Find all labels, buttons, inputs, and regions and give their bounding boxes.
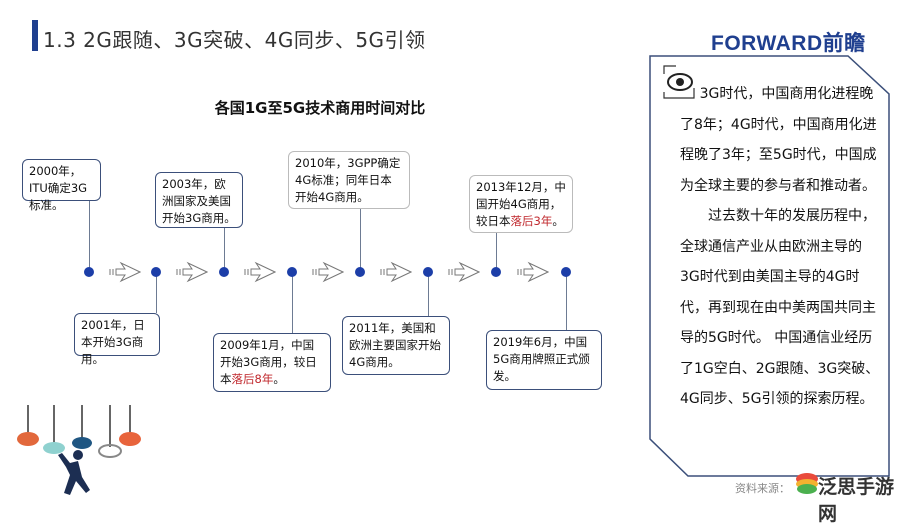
site-logo-icon — [796, 473, 818, 494]
person-pulling-icons-illustration — [17, 405, 141, 495]
event-highlight: 落后3年 — [510, 214, 553, 228]
timeline-dot — [219, 267, 229, 277]
arrow-right-icon — [244, 261, 276, 283]
event-text: 2001年，日本开始3G商用。 — [81, 318, 145, 366]
site-watermark: 泛思手游网 — [818, 476, 895, 525]
connector-line — [359, 209, 361, 272]
timeline-event-box: 2000年，ITU确定3G标准。 — [22, 159, 101, 212]
event-text: 2003年，欧洲国家及美国开始3G商用。 — [162, 177, 236, 225]
title-accent-bar — [32, 20, 38, 51]
arrow-right-icon — [517, 261, 549, 283]
arrow-right-icon — [448, 261, 480, 283]
event-text: 2011年，美国和欧洲主要国家开始4G商用。 — [349, 321, 441, 369]
event-suffix: 。 — [273, 372, 285, 386]
timeline-event-box: 2013年12月，中国开始4G商用，较日本落后3年。 — [469, 175, 573, 233]
timeline-dot — [561, 267, 571, 277]
arrow-right-icon — [176, 261, 208, 283]
event-highlight: 落后8年 — [231, 372, 274, 386]
eye-icon — [663, 65, 695, 99]
connector-line — [565, 272, 567, 330]
connector-line — [88, 201, 90, 272]
chart-title: 各国1G至5G技术商用时间对比 — [214, 99, 426, 117]
event-text: 2009年1月，中国开始3G商用，较日本 — [220, 338, 317, 386]
timeline-event-box: 2009年1月，中国开始3G商用，较日本落后8年。 — [213, 333, 331, 392]
timeline-dot — [423, 267, 433, 277]
connector-line — [427, 272, 429, 316]
timeline-dot — [355, 267, 365, 277]
timeline-event-box: 2019年6月，中国5G商用牌照正式颁发。 — [486, 330, 602, 390]
summary-paragraph-2: 过去数十年的发展历程中，全球通信产业从由欧洲主导的3G时代到由美国主导的4G时代… — [680, 208, 880, 407]
event-text: 2019年6月，中国5G商用牌照正式颁发。 — [493, 335, 590, 383]
event-text: 2010年，3GPP确定4G标准；同年日本开始4G商用。 — [295, 156, 401, 204]
arrow-right-icon — [380, 261, 412, 283]
timeline-event-box: 2003年，欧洲国家及美国开始3G商用。 — [155, 172, 243, 228]
source-label: 资料来源： — [735, 482, 790, 495]
timeline-dot — [491, 267, 501, 277]
connector-line — [291, 272, 293, 333]
event-text: 2000年，ITU确定3G标准。 — [29, 164, 88, 212]
timeline-dot — [151, 267, 161, 277]
arrow-right-icon — [312, 261, 344, 283]
timeline-dot — [287, 267, 297, 277]
event-suffix: 。 — [552, 214, 564, 228]
timeline-event-box: 2011年，美国和欧洲主要国家开始4G商用。 — [342, 316, 450, 375]
connector-line — [223, 228, 225, 272]
summary-text: 3G时代，中国商用化进程晚了8年；4G时代，中国商用化进程晚了3年；至5G时代，… — [680, 79, 880, 415]
timeline-event-box: 2001年，日本开始3G商用。 — [74, 313, 160, 366]
connector-line — [155, 272, 157, 313]
timeline-dot — [84, 267, 94, 277]
timeline-event-box: 2010年，3GPP确定4G标准；同年日本开始4G商用。 — [288, 151, 410, 209]
connector-line — [495, 233, 497, 272]
page-title: 1.3 2G跟随、3G突破、4G同步、5G引领 — [43, 28, 426, 52]
summary-paragraph-1: 3G时代，中国商用化进程晚了8年；4G时代，中国商用化进程晚了3年；至5G时代，… — [680, 86, 877, 194]
arrow-right-icon — [109, 261, 141, 283]
summary-panel-frame — [649, 55, 890, 477]
forward-logo: FORWARD前瞻 — [711, 32, 866, 55]
event-text: 2013年12月，中国开始4G商用，较日本 — [476, 180, 566, 228]
